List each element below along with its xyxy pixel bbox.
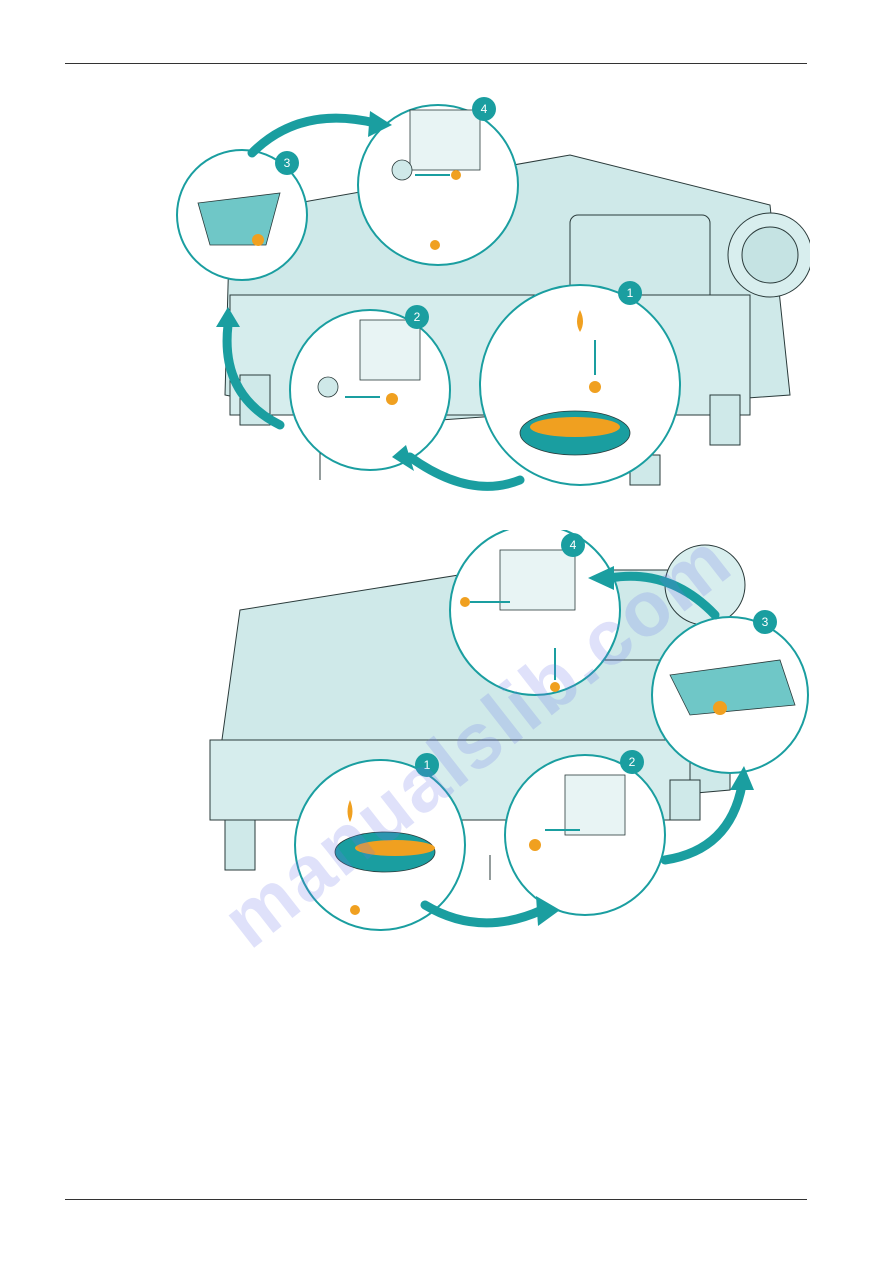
footer-rule [65, 1199, 807, 1200]
step-number-2: 2 [629, 755, 636, 769]
figure-oil-change-bottom: 4 3 1 2 [170, 530, 810, 942]
plug-icon [713, 701, 727, 715]
step-number-3: 3 [762, 615, 769, 629]
plug-icon [451, 170, 461, 180]
plug-icon [386, 393, 398, 405]
arrow-3-to-4 [252, 118, 375, 153]
step-3-detail: 3 [177, 150, 307, 280]
arrow-1-to-2 [410, 457, 520, 486]
header-rule [65, 63, 807, 64]
figure-oil-change-top: 3 4 2 [170, 95, 810, 505]
plug-icon [529, 839, 541, 851]
step-number-1: 1 [424, 758, 431, 772]
step-number-1: 1 [627, 286, 634, 300]
arrow-1-to-2 [425, 905, 542, 923]
plug-icon [252, 234, 264, 246]
step-number-4: 4 [481, 102, 488, 116]
plug-icon [460, 597, 470, 607]
step-number-4: 4 [570, 538, 577, 552]
step-number-2: 2 [414, 310, 421, 324]
step-4-detail: 4 [450, 530, 620, 695]
step-number-3: 3 [284, 156, 291, 170]
